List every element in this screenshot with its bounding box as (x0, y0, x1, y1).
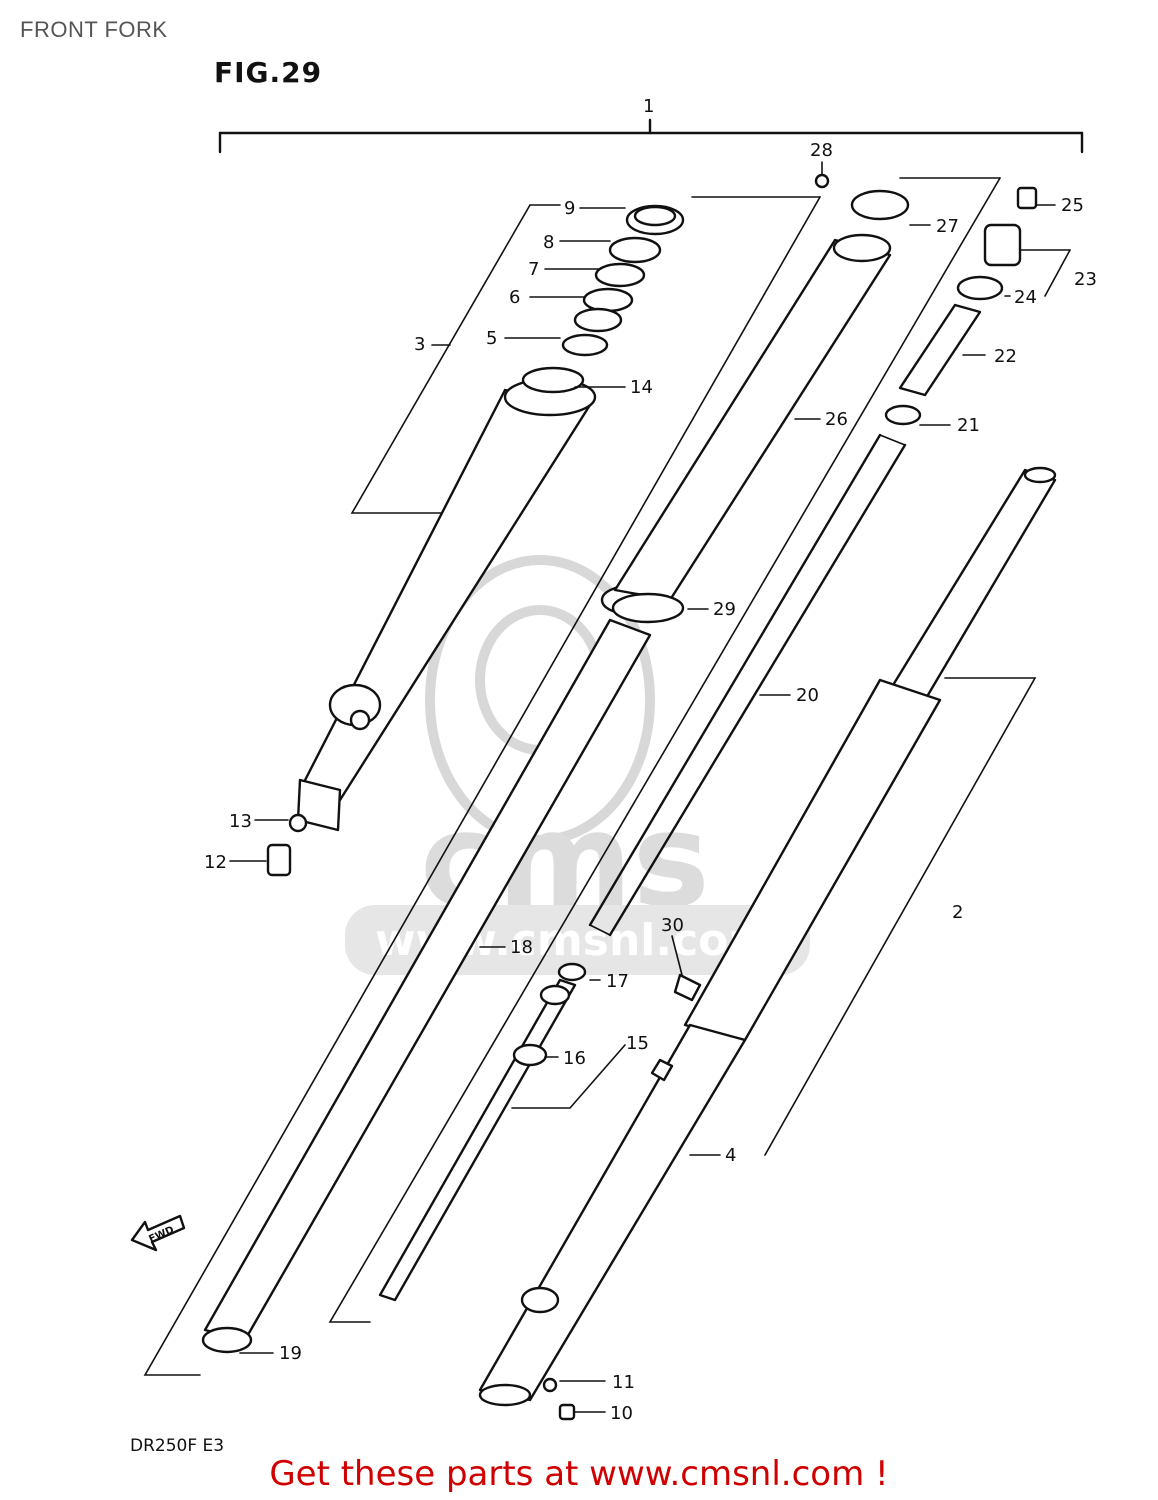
callout-15: 15 (626, 1033, 649, 1054)
fork-cap-assembly (611, 186, 1038, 624)
callout-12: 12 (204, 852, 227, 873)
leader-lines (229, 161, 1071, 1413)
outer-tube (478, 466, 1057, 1407)
callout-28: 28 (810, 140, 833, 161)
callout-5: 5 (486, 328, 497, 349)
callout-27: 27 (936, 216, 959, 237)
figure-label: FIG.29 (214, 56, 323, 89)
callout-29: 29 (713, 599, 736, 620)
callout-21: 21 (957, 415, 980, 436)
callout-23: 23 (1074, 269, 1097, 290)
callout-26: 26 (825, 409, 848, 430)
callout-20: 20 (796, 685, 819, 706)
ring-stack (561, 204, 685, 357)
damper-rod (378, 962, 587, 1302)
assembly-bracket (218, 118, 1084, 154)
callout-3: 3 (414, 334, 425, 355)
callout-6: 6 (509, 287, 520, 308)
inner-tube (296, 366, 597, 832)
fasteners (266, 173, 830, 1421)
callout-14: 14 (630, 377, 653, 398)
callout-2: 2 (952, 902, 963, 923)
group-outline-18 (143, 196, 821, 1376)
callout-numbers: 1 2 3 4 5 6 7 8 9 10 11 12 13 14 15 16 1… (204, 96, 1097, 1424)
callout-30: 30 (661, 915, 684, 936)
cmsnl-parts-link[interactable]: Get these parts at www.cmsnl.com ! (269, 1454, 889, 1494)
callout-4: 4 (725, 1145, 736, 1166)
forward-arrow-icon: FWD (130, 1214, 186, 1252)
fork-spring (588, 433, 907, 937)
callout-16: 16 (563, 1048, 586, 1069)
callout-22: 22 (994, 346, 1017, 367)
callout-10: 10 (610, 1403, 633, 1424)
callout-7: 7 (528, 259, 539, 280)
callout-1: 1 (643, 96, 654, 117)
callout-8: 8 (543, 232, 554, 253)
callout-13: 13 (229, 811, 252, 832)
callout-25: 25 (1061, 195, 1084, 216)
group-outline-damper (328, 177, 1001, 1323)
upper-dust-boot (613, 233, 892, 602)
group-outline-2 (764, 677, 1037, 1156)
page-title: FRONT FORK (20, 17, 168, 42)
callout-9: 9 (564, 198, 575, 219)
group-outline-15 (511, 1044, 626, 1109)
callout-24: 24 (1014, 287, 1037, 308)
callout-19: 19 (279, 1343, 302, 1364)
callout-17: 17 (606, 971, 629, 992)
callout-11: 11 (612, 1372, 635, 1393)
model-code: DR250F E3 (130, 1436, 225, 1456)
group-outline-3 (350, 204, 531, 514)
callout-18: 18 (510, 937, 533, 958)
